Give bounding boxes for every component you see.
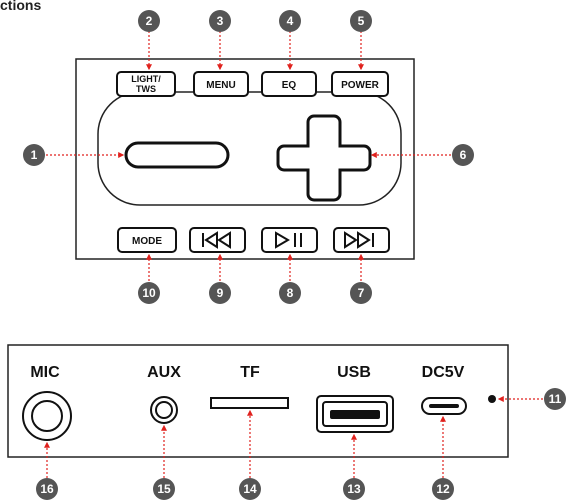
dc5v-usb-c-port[interactable]	[421, 397, 467, 415]
usb-label: USB	[337, 364, 371, 381]
callout-8-label: 8	[287, 286, 294, 300]
callout-12-label: 12	[436, 482, 450, 496]
callout-7-label: 7	[358, 286, 365, 300]
mode-button[interactable]: MODE	[117, 227, 177, 253]
callout-6-label: 6	[460, 148, 467, 162]
dc5v-label: DC5V	[422, 364, 465, 381]
mode-label: MODE	[132, 236, 162, 247]
callout-10-label: 10	[142, 286, 156, 300]
callout-9-label: 9	[217, 286, 224, 300]
aux-jack[interactable]	[150, 396, 178, 424]
callout-1-label: 1	[31, 148, 38, 162]
volume-down-button[interactable]	[124, 141, 230, 169]
callout-6: 6	[452, 144, 474, 166]
callout-11-label: 11	[549, 392, 562, 406]
callout-3: 3	[209, 10, 231, 32]
callout-7: 7	[350, 282, 372, 304]
next-track-button[interactable]	[333, 227, 390, 253]
callout-4-label: 4	[287, 14, 294, 28]
tf-card-slot[interactable]	[210, 397, 289, 409]
volume-up-button[interactable]	[276, 114, 372, 202]
callout-16-label: 16	[40, 482, 54, 496]
previous-track-button[interactable]	[189, 227, 246, 253]
callout-5: 5	[350, 10, 372, 32]
callout-12: 12	[432, 478, 454, 500]
light-tws-label-line1: LIGHT/	[131, 74, 161, 84]
power-label: POWER	[341, 80, 380, 91]
play-pause-button[interactable]	[261, 227, 318, 253]
light-tws-label-line2: TWS	[136, 84, 156, 94]
section-title: ctions	[0, 0, 41, 13]
mic-label: MIC	[30, 364, 60, 381]
eq-button[interactable]: EQ	[261, 71, 317, 97]
aux-label: AUX	[147, 364, 181, 381]
usb-port[interactable]	[316, 395, 394, 433]
menu-label: MENU	[206, 80, 235, 91]
callout-8: 8	[279, 282, 301, 304]
callout-10: 10	[138, 282, 160, 304]
skip-next-icon	[344, 231, 374, 249]
bottom-leader-lines	[44, 396, 543, 478]
callout-2: 2	[138, 10, 160, 32]
eq-label: EQ	[282, 80, 297, 91]
tf-label: TF	[240, 364, 260, 381]
top-leader-lines	[46, 31, 451, 281]
power-button[interactable]: POWER	[331, 71, 389, 97]
callout-14: 14	[239, 478, 261, 500]
indicator-led	[488, 395, 496, 403]
callout-16: 16	[36, 478, 58, 500]
callout-13: 13	[343, 478, 365, 500]
callout-5-label: 5	[358, 14, 365, 28]
skip-previous-icon	[202, 231, 231, 249]
callout-4: 4	[279, 10, 301, 32]
callout-3-label: 3	[217, 14, 224, 28]
control-panel-inner-area	[97, 91, 402, 206]
callout-2-label: 2	[146, 14, 153, 28]
light-tws-button[interactable]: LIGHT/ TWS	[116, 71, 176, 97]
callout-1: 1	[23, 144, 45, 166]
callout-15: 15	[153, 478, 175, 500]
play-pause-icon	[275, 231, 302, 249]
callout-15-label: 15	[157, 482, 171, 496]
callout-14-label: 14	[243, 482, 257, 496]
callout-11: 11	[544, 388, 566, 410]
callout-13-label: 13	[347, 482, 361, 496]
menu-button[interactable]: MENU	[193, 71, 249, 97]
callout-9: 9	[209, 282, 231, 304]
mic-jack[interactable]	[22, 391, 72, 441]
